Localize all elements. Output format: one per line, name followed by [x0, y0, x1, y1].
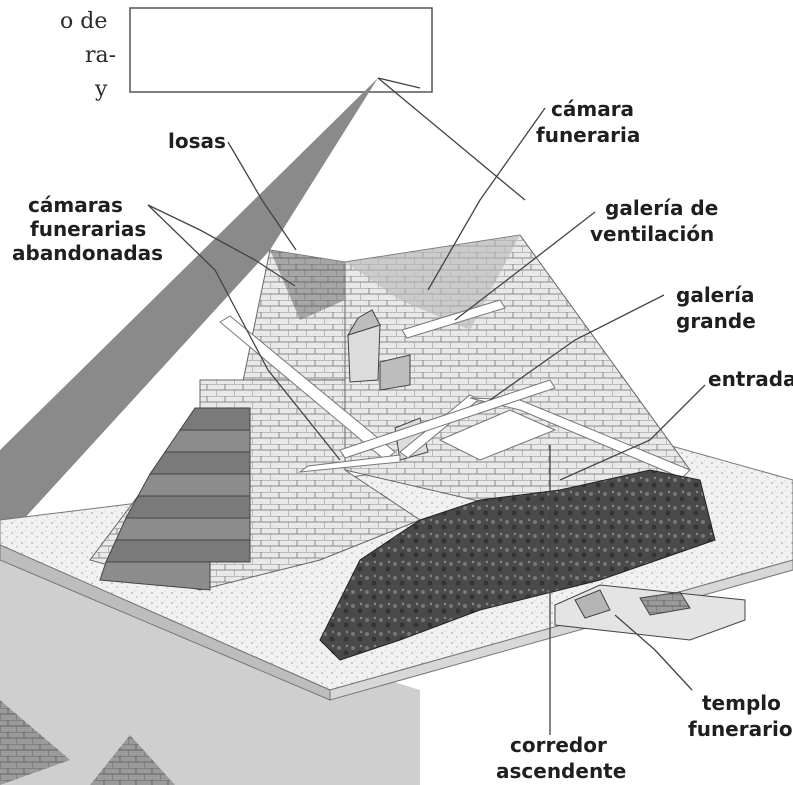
label-templo-funerario-2: funerario — [688, 717, 793, 741]
blank-label-box — [129, 7, 433, 93]
label-camaras-abandonadas-2: funerarias — [30, 217, 146, 241]
diagram-labels: losas cámara funeraria cámaras funeraria… — [12, 97, 793, 783]
cropped-paragraph: o de ra- y — [60, 9, 116, 102]
label-corredor-ascendente-2: ascendente — [496, 759, 626, 783]
text-fragment-1: o de — [60, 9, 107, 34]
label-galeria-ventilacion-2: ventilación — [590, 222, 714, 246]
corridors — [219, 299, 691, 479]
label-camara-funeraria-1: cámara — [551, 97, 634, 121]
label-losas: losas — [168, 129, 226, 153]
text-fragment-3: y — [94, 77, 108, 102]
label-templo-funerario-1: templo — [702, 691, 781, 715]
label-camara-funeraria-2: funeraria — [536, 123, 640, 147]
label-galeria-grande-1: galería — [676, 283, 754, 307]
pyramid-outer-face — [0, 78, 378, 545]
label-galeria-grande-2: grande — [676, 309, 756, 333]
background-ground — [0, 560, 420, 785]
label-corredor-ascendente-1: corredor — [510, 733, 607, 757]
rock-outcrop — [319, 469, 716, 661]
text-fragment-2: ra- — [85, 43, 116, 68]
label-galeria-ventilacion-1: galería de — [605, 196, 718, 220]
label-camaras-abandonadas-1: cámaras — [28, 193, 123, 217]
label-camaras-abandonadas-3: abandonadas — [12, 241, 163, 265]
leader-lines — [147, 107, 706, 735]
mortuary-temple — [554, 584, 746, 641]
label-entrada: entrada — [708, 367, 793, 391]
stepped-core — [99, 407, 251, 591]
